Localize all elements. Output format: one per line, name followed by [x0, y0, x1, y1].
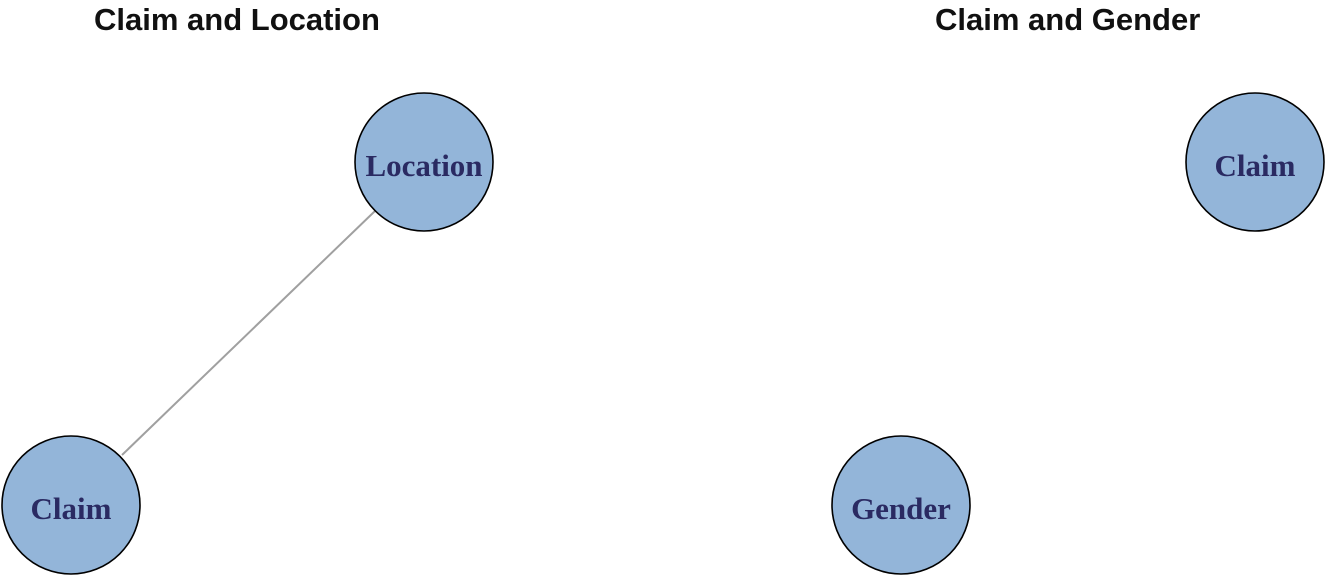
- panel-claim-location: Claim and Location Location Claim: [1, 2, 494, 575]
- node-location-label: Location: [365, 148, 482, 183]
- panel-claim-gender: Claim and Gender Claim Gender: [665, 0, 1329, 575]
- node-claim-label: Claim: [1215, 148, 1296, 183]
- node-gender-circle: [831, 435, 971, 575]
- node-claim-circle: [1, 435, 141, 575]
- node-location: Location: [354, 92, 494, 232]
- graph-claim-location: Location Claim: [1, 92, 494, 575]
- node-claim-circle: [1185, 92, 1325, 232]
- panel-title: Claim and Location: [94, 2, 380, 37]
- panel-title: Claim and Gender: [935, 2, 1201, 37]
- node-gender: Gender: [831, 435, 971, 575]
- edge-claim-location: [121, 210, 376, 456]
- node-location-circle: [354, 92, 494, 232]
- node-claim: Claim: [1, 435, 141, 575]
- node-claim-label: Claim: [31, 491, 112, 526]
- node-gender-label: Gender: [851, 491, 951, 526]
- node-claim: Claim: [1185, 92, 1325, 232]
- graph-claim-gender: Claim Gender: [831, 92, 1325, 575]
